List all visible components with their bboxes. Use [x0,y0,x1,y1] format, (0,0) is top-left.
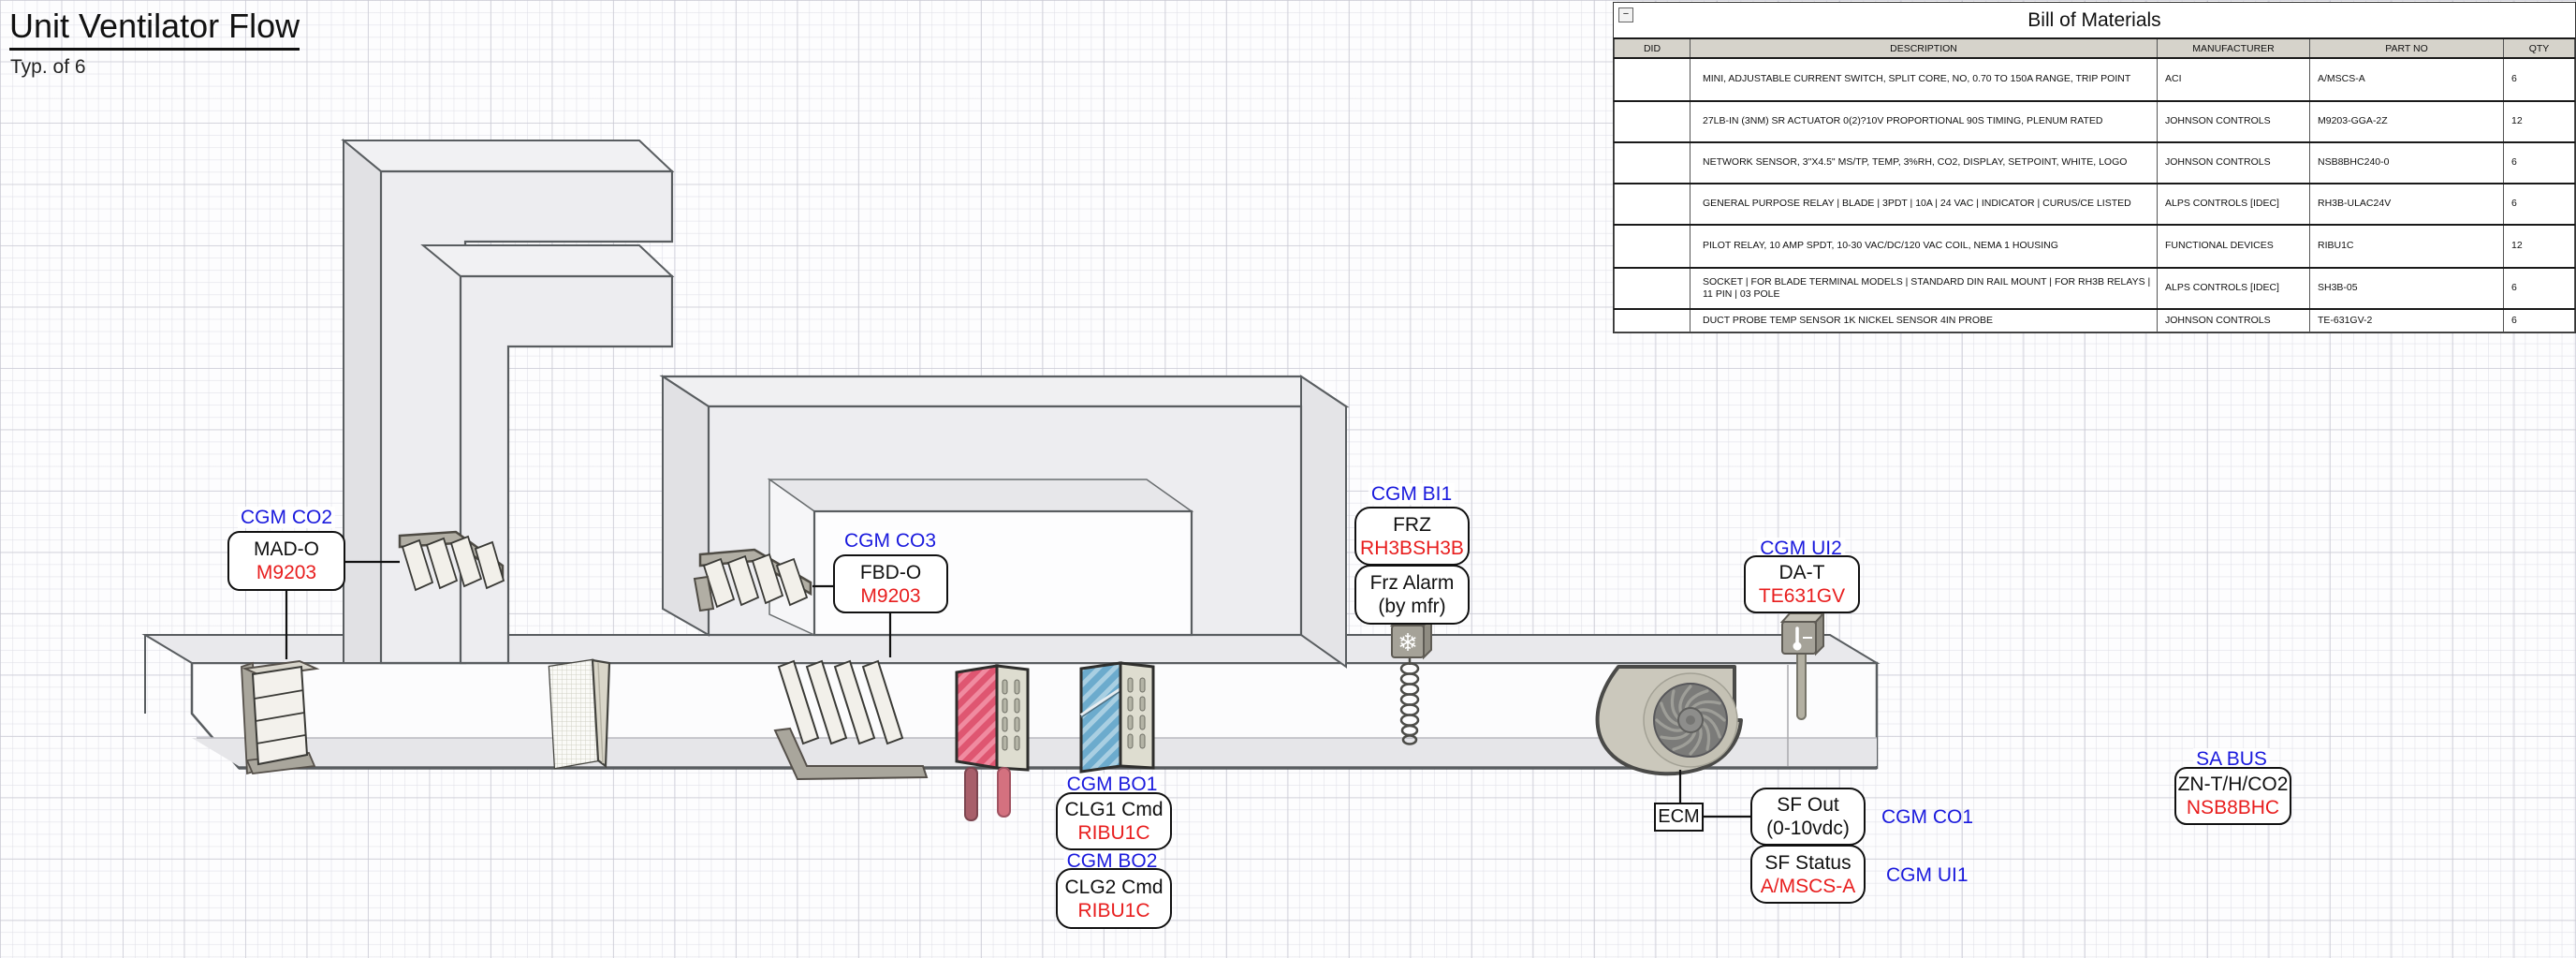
da-t-label[interactable]: DA-T TE631GV [1744,555,1860,613]
channel-sa-bus: SA BUS [2193,748,2270,770]
table-row[interactable]: DUCT PROBE TEMP SENSOR 1K NICKEL SENSOR … [1614,308,2575,332]
sf-out-label[interactable]: SF Out (0-10vdc) [1750,788,1866,846]
connector-lines [285,560,1750,818]
channel-cgm-co2: CGM CO2 [237,507,336,528]
main-duct[interactable] [141,634,1881,770]
zone-sensor-label[interactable]: ZN-T/H/CO2 NSB8BHC [2174,767,2291,825]
bom-title: − Bill of Materials [1614,3,2575,39]
coil-section-housing[interactable] [659,375,1350,669]
discharge-air-temp-sensor[interactable] [1779,611,1826,720]
ecm-box[interactable]: ECM [1654,803,1704,832]
recirc-damper[interactable] [398,530,505,592]
frz-alarm-label[interactable]: Frz Alarm (by mfr) [1354,565,1470,625]
table-row[interactable]: PILOT RELAY, 10 AMP SPDT, 10-30 VAC/DC/1… [1614,224,2575,269]
channel-cgm-ui1: CGM UI1 [1886,864,1969,886]
channel-cgm-ui2: CGM UI2 [1757,538,1845,559]
channel-cgm-bo2: CGM BO2 [1063,850,1161,872]
table-row[interactable]: SOCKET | FOR BLADE TERMINAL MODELS | STA… [1614,267,2575,310]
mad-o-label[interactable]: MAD-O M9203 [227,531,345,591]
thermometer-icon [1793,626,1812,651]
bypass-damper[interactable] [773,659,929,781]
table-row[interactable]: NETWORK SENSOR, 3"X4.5" MS/TP, TEMP, 3%R… [1614,141,2575,184]
page-title: Unit Ventilator Flow [9,7,300,51]
table-row[interactable]: GENERAL PURPOSE RELAY | BLADE | 3PDT | 1… [1614,183,2575,226]
cooling-coil-2[interactable] [1079,661,1155,774]
channel-cgm-bo1: CGM BO1 [1063,774,1161,795]
return-air-duct[interactable] [420,244,675,665]
channel-cgm-bi1: CGM BI1 [1368,483,1456,505]
clg1-cmd-label[interactable]: CLG1 Cmd RIBU1C [1056,792,1172,850]
fbd-o-label[interactable]: FBD-O M9203 [833,554,948,613]
sf-status-label[interactable]: SF Status A/MSCS-A [1750,845,1866,904]
snowflake-icon: ❄ [1398,628,1418,656]
collapse-icon[interactable]: − [1618,7,1633,22]
channel-cgm-co1: CGM CO1 [1881,806,1974,828]
channel-cgm-co3: CGM CO3 [841,530,940,552]
air-filter[interactable] [548,658,611,770]
cooling-coil-1[interactable] [955,664,1030,772]
page-subtitle: Typ. of 6 [10,56,86,78]
mixed-air-damper[interactable] [241,659,320,775]
table-row[interactable]: 27LB-IN (3NM) SR ACTUATOR 0(2)?10V PROPO… [1614,100,2575,143]
supply-fan[interactable] [1595,665,1743,776]
face-bypass-damper[interactable] [693,548,812,612]
clg2-cmd-label[interactable]: CLG2 Cmd RIBU1C [1056,868,1172,929]
frz-label[interactable]: FRZ RH3BSH3B [1354,507,1470,566]
coil-pipes [964,767,1011,821]
table-row[interactable]: MINI, ADJUSTABLE CURRENT SWITCH, SPLIT C… [1614,57,2575,102]
